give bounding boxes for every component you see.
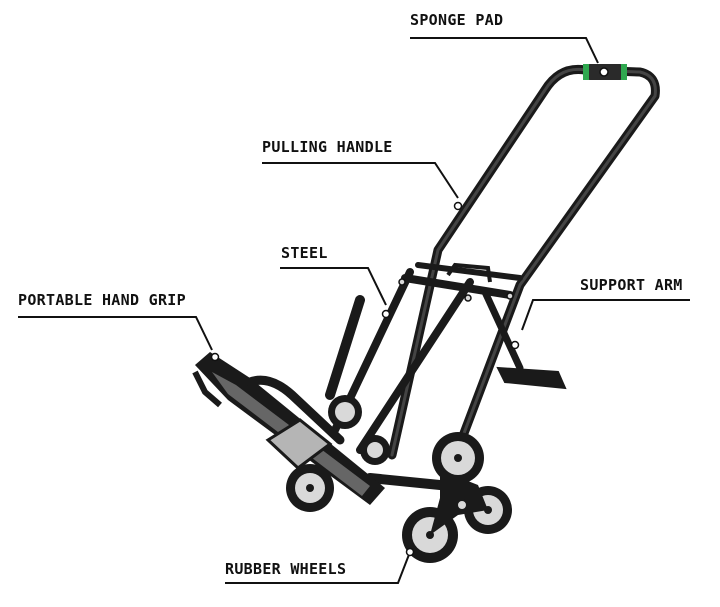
leader-line-rubber-wheels [225, 551, 411, 584]
sponge-pad-marker [599, 67, 609, 77]
label-sponge-pad: SPONGE PAD [410, 11, 504, 29]
leader-line-sponge-pad [410, 37, 599, 64]
label-pulling-handle: PULLING HANDLE [262, 138, 393, 156]
nose-plate [192, 352, 385, 505]
label-steel: STEEL [281, 244, 328, 262]
label-portable-hand-grip: PORTABLE HAND GRIP [18, 291, 186, 309]
sponge-pad [583, 64, 627, 80]
leader-line-pulling-handle [262, 162, 459, 199]
pivot-bolt [506, 292, 514, 300]
leader-lines [18, 37, 690, 584]
pivot-bolt [398, 278, 406, 286]
label-rubber-wheels: RUBBER WHEELS [225, 560, 347, 578]
wheel-left-front [286, 464, 334, 512]
support-arm [481, 288, 567, 390]
pivot-bolt [464, 294, 472, 302]
wheel-left-rear [328, 395, 362, 429]
wheel-left-middle [360, 435, 390, 465]
leader-line-support-arm [521, 299, 690, 331]
crossbar-handle [446, 262, 492, 283]
wheel-right-top [432, 432, 484, 484]
label-support-arm: SUPPORT ARM [580, 276, 683, 294]
steel-marker [381, 309, 391, 319]
pulling-handle-marker [453, 201, 463, 211]
leader-line-hand-grip [18, 316, 213, 351]
axle-bolt [456, 499, 468, 511]
leader-line-steel [280, 267, 387, 306]
